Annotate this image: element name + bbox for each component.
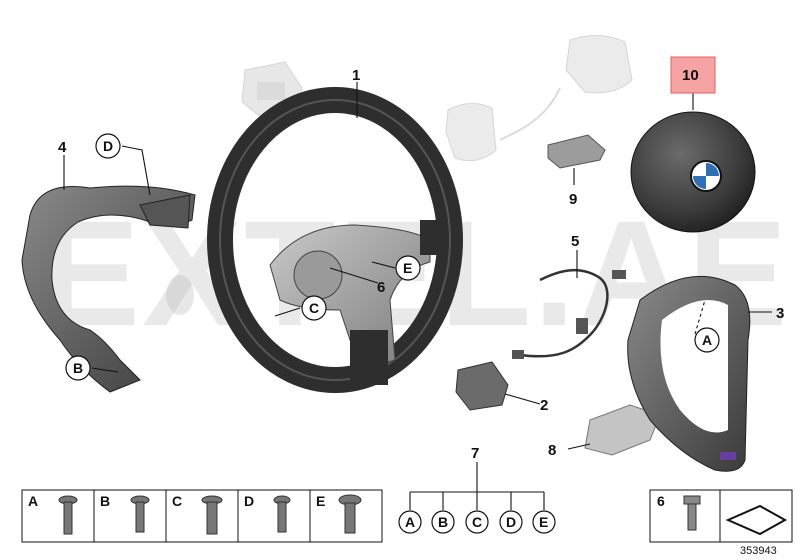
svg-text:C: C <box>472 514 482 530</box>
svg-text:A: A <box>405 514 415 530</box>
svg-text:B: B <box>73 360 83 376</box>
screw-e-icon <box>338 494 362 534</box>
svg-text:D: D <box>103 138 113 154</box>
screw-legend: A B C D E <box>21 489 383 543</box>
part-number-1: 1 <box>352 67 360 84</box>
part-number-7: 7 <box>471 445 479 462</box>
callout-c: C <box>301 295 327 321</box>
legend-letter-e: E <box>316 493 325 509</box>
part-number-10-highlight[interactable] <box>670 56 716 94</box>
callout-b: B <box>65 355 91 381</box>
steering-wheel-rim <box>207 87 463 393</box>
screw-c-icon <box>201 495 223 535</box>
svg-text:E: E <box>403 260 412 276</box>
steering-wheel-hub <box>269 220 442 385</box>
callout-a: A <box>694 327 720 353</box>
legend-letter-a: A <box>28 493 38 509</box>
part-number-5: 5 <box>571 233 579 250</box>
part-number-4: 4 <box>58 139 67 156</box>
connector-sensor <box>455 361 509 411</box>
part-number-10: 10 <box>682 67 699 84</box>
legend-letter-b: B <box>100 493 110 509</box>
screw-6-icon <box>683 495 701 531</box>
screw-6-legend: 6 <box>649 489 793 543</box>
part-number-9: 9 <box>569 191 577 208</box>
legend-number-6: 6 <box>657 493 665 509</box>
callout-d: D <box>95 133 121 159</box>
group7-letters: A B C D E <box>398 510 556 534</box>
part-number-2: 2 <box>540 397 548 414</box>
screw-d-icon <box>273 495 291 533</box>
cross-section-symbol-icon <box>725 504 788 536</box>
diagram-id: 353943 <box>740 545 777 557</box>
mounting-bracket <box>584 404 661 456</box>
control-button-unit-illustration <box>445 35 633 162</box>
svg-text:B: B <box>438 514 448 530</box>
svg-text:C: C <box>309 300 319 316</box>
svg-text:D: D <box>506 514 516 530</box>
wiring-harness <box>512 268 626 359</box>
svg-text:E: E <box>539 514 548 530</box>
part-number-6: 6 <box>377 279 385 296</box>
screw-b-icon <box>130 495 150 533</box>
side-paddle-left-illustration <box>166 275 194 315</box>
legend-letter-d: D <box>244 493 254 509</box>
control-module <box>547 134 606 169</box>
driver-airbag <box>630 111 756 233</box>
screw-a-icon <box>58 495 78 535</box>
leader-lines <box>63 82 772 510</box>
svg-text:A: A <box>702 332 712 348</box>
part-number-3: 3 <box>776 305 784 322</box>
callout-e: E <box>395 255 421 281</box>
legend-letter-c: C <box>172 493 182 509</box>
part-number-8: 8 <box>548 442 556 459</box>
